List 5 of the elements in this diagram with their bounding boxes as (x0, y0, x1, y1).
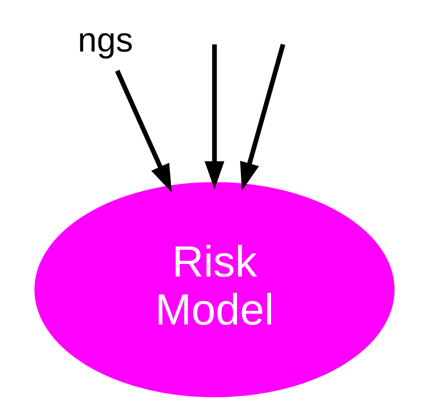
node-text: ngs (77, 21, 133, 60)
node-ellipse: Risk Model (34, 182, 394, 398)
arrow (114, 70, 172, 192)
arrow (240, 44, 285, 191)
arrow (204, 44, 224, 190)
